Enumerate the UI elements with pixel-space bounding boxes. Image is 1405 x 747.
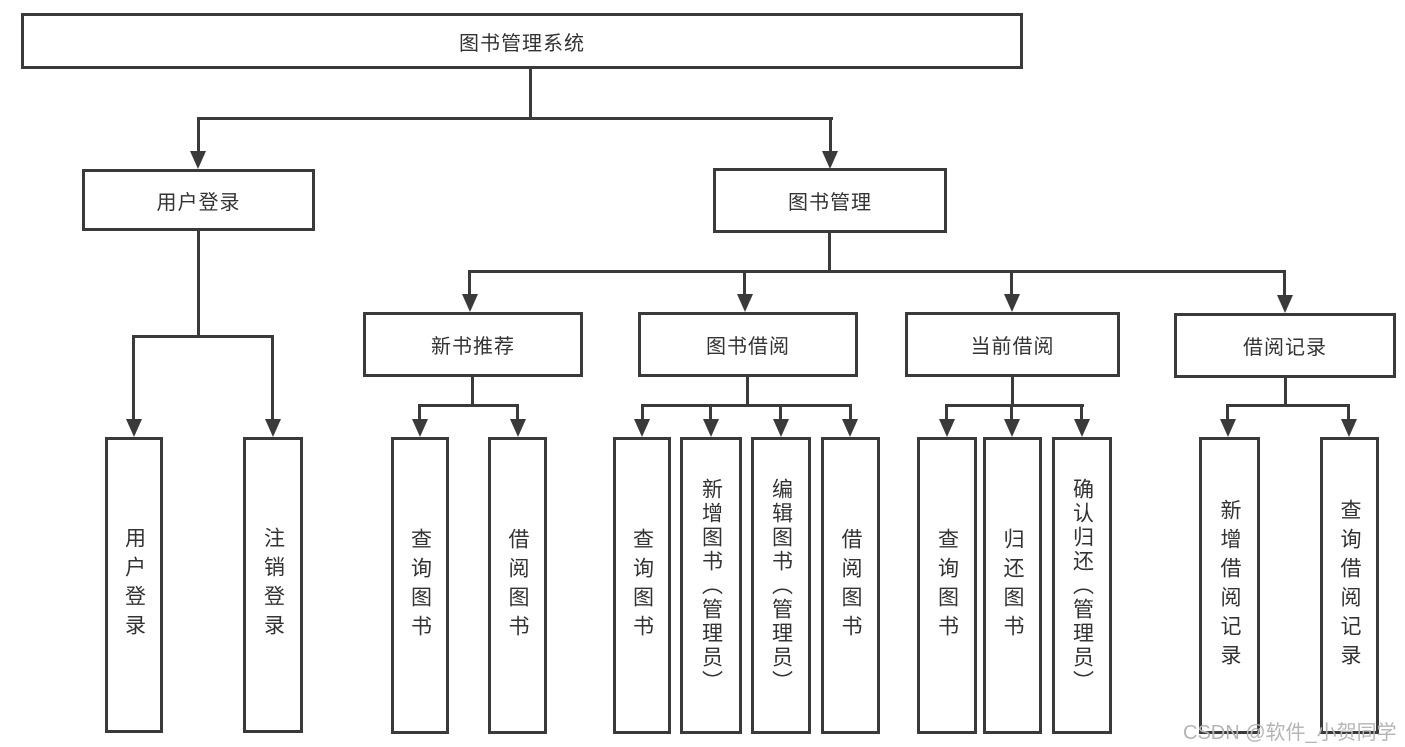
connector-line	[1080, 404, 1083, 421]
connector-line	[746, 377, 749, 407]
connector-line	[529, 69, 532, 118]
arrow-down-icon	[773, 419, 789, 437]
connector-line	[132, 335, 274, 338]
connector-line	[197, 231, 200, 338]
arrow-down-icon	[1277, 295, 1293, 313]
node-book-management: 图书管理	[713, 168, 947, 233]
leaf-logout: 注销登录	[243, 437, 303, 733]
connector-line	[471, 377, 474, 407]
arrow-down-icon	[265, 419, 281, 437]
leaf-add-book-admin-label: 新增图书（管理员）	[699, 477, 723, 694]
connector-line	[132, 335, 135, 421]
connector-line	[469, 270, 1286, 273]
node-current-borrow: 当前借阅	[905, 312, 1120, 377]
leaf-edit-book-admin-label: 编辑图书（管理员）	[769, 477, 793, 694]
csdn-watermark: CSDN @软件_小贺同学	[1183, 722, 1397, 744]
leaf-return-book-label: 归还图书	[1001, 527, 1024, 644]
leaf-query-books-borrow: 查询图书	[613, 437, 671, 734]
arrow-down-icon	[190, 151, 206, 169]
arrow-down-icon	[412, 419, 428, 437]
arrow-down-icon	[1074, 419, 1090, 437]
connector-line	[197, 117, 833, 120]
connector-line	[849, 404, 852, 421]
node-user-login: 用户登录	[82, 169, 315, 231]
connector-line	[1283, 270, 1286, 296]
leaf-query-books-current: 查询图书	[917, 437, 977, 734]
connector-line	[743, 270, 746, 296]
node-borrow-record-label: 借阅记录	[1243, 337, 1327, 359]
node-book-borrow-label: 图书借阅	[706, 336, 790, 358]
leaf-query-books-recommend-label: 查询图书	[408, 527, 432, 644]
leaf-borrow-books-label: 借阅图书	[839, 527, 862, 644]
connector-line	[945, 404, 1084, 407]
connector-line	[779, 404, 782, 421]
leaf-query-books-current-label: 查询图书	[935, 527, 959, 644]
connector-line	[1347, 404, 1350, 421]
arrow-down-icon	[737, 294, 753, 312]
leaf-user-login-label: 用户登录	[122, 527, 146, 643]
connector-line	[1011, 377, 1014, 407]
arrow-down-icon	[1341, 419, 1357, 437]
connector-line	[516, 404, 519, 421]
arrow-down-icon	[842, 419, 858, 437]
leaf-confirm-return-admin: 确认归还（管理员）	[1052, 437, 1112, 734]
connector-line	[641, 404, 852, 407]
node-book-management-label: 图书管理	[788, 192, 872, 214]
leaf-borrow-books-recommend-label: 借阅图书	[506, 527, 529, 644]
leaf-logout-label: 注销登录	[261, 527, 285, 643]
arrow-down-icon	[634, 419, 650, 437]
node-borrow-record: 借阅记录	[1174, 313, 1396, 378]
connector-line	[1226, 404, 1350, 407]
node-root: 图书管理系统	[21, 13, 1023, 69]
node-root-label: 图书管理系统	[459, 32, 585, 55]
connector-line	[418, 404, 421, 421]
leaf-query-books-recommend: 查询图书	[391, 437, 449, 734]
connector-line	[828, 233, 831, 273]
node-new-book-recommend-label: 新书推荐	[431, 336, 515, 358]
connector-line	[1284, 378, 1287, 407]
leaf-borrow-books: 借阅图书	[821, 437, 880, 734]
leaf-query-books-borrow-label: 查询图书	[630, 527, 654, 644]
connector-line	[197, 117, 200, 153]
node-user-login-label: 用户登录	[156, 191, 241, 214]
connector-line	[641, 404, 644, 421]
node-new-book-recommend: 新书推荐	[363, 312, 583, 377]
arrow-down-icon	[822, 151, 838, 169]
leaf-query-borrow-record-label: 查询借阅记录	[1338, 498, 1361, 673]
node-current-borrow-label: 当前借阅	[970, 336, 1055, 358]
connector-line	[418, 404, 519, 407]
leaf-confirm-return-admin-label: 确认归还（管理员）	[1070, 477, 1094, 694]
node-book-borrow: 图书借阅	[638, 312, 858, 377]
leaf-user-login: 用户登录	[105, 437, 163, 733]
leaf-add-borrow-record-label: 新增借阅记录	[1218, 498, 1241, 673]
leaf-edit-book-admin: 编辑图书（管理员）	[751, 437, 811, 734]
arrow-down-icon	[1220, 419, 1236, 437]
connector-line	[709, 404, 712, 421]
connector-line	[271, 335, 274, 421]
arrow-down-icon	[1004, 294, 1020, 312]
arrow-down-icon	[126, 419, 142, 437]
arrow-down-icon	[510, 419, 526, 437]
connector-line	[468, 270, 471, 296]
leaf-return-book: 归还图书	[983, 437, 1042, 734]
leaf-add-book-admin: 新增图书（管理员）	[680, 437, 742, 734]
connector-line	[1010, 270, 1013, 296]
connector-line	[1226, 404, 1229, 421]
arrow-down-icon	[1004, 419, 1020, 437]
arrow-down-icon	[462, 294, 478, 312]
arrow-down-icon	[703, 419, 719, 437]
connector-line	[945, 404, 948, 421]
leaf-add-borrow-record: 新增借阅记录	[1199, 437, 1260, 734]
leaf-borrow-books-recommend: 借阅图书	[488, 437, 547, 734]
arrow-down-icon	[939, 419, 955, 437]
leaf-query-borrow-record: 查询借阅记录	[1320, 437, 1379, 734]
connector-line	[829, 117, 832, 153]
connector-line	[1010, 404, 1013, 421]
